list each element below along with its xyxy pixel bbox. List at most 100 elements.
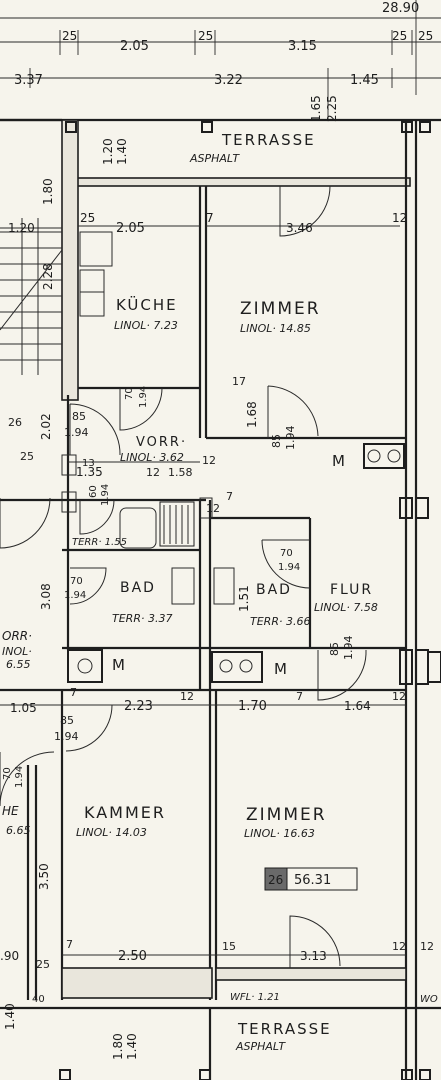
kueche-name: KÜCHE [116, 295, 178, 314]
dim-313: 3.13 [300, 949, 327, 963]
dim-second-2: 1.45 [350, 73, 379, 88]
dim-v-180: 1.80 [41, 178, 55, 205]
stairs [0, 218, 63, 375]
internal-dimensions [0, 225, 406, 956]
flur-floor: LINOL· 7.58 [314, 601, 378, 614]
bath-fixtures [61, 454, 235, 605]
door-194-d: 1.94 [64, 590, 86, 601]
terrasse-bottom-sub: ASPHALT [235, 1040, 286, 1053]
door-194-h: 1.94 [54, 730, 79, 743]
dim-90: .90 [0, 949, 19, 963]
bad2-floor: TERR· 3.66 [250, 615, 310, 628]
dim-top-5: 25 [418, 29, 433, 43]
dim-v-180b: 1.80 [111, 1033, 125, 1060]
dim-205-kitchen: 2.05 [116, 221, 145, 236]
dim-12-d: 12 [180, 690, 194, 703]
terrasse-bottom-name: TERRASSE [237, 1020, 332, 1038]
dim-v-140: 1.40 [115, 138, 129, 165]
walls [0, 118, 441, 1080]
door-13: 13 [82, 458, 95, 469]
door-25: 25 [20, 450, 34, 463]
zimmer2-floor: LINOL· 16.63 [244, 827, 315, 840]
dim-v-308: 3.08 [39, 583, 53, 610]
dim-158: 1.58 [168, 466, 193, 479]
left-665: 6.65 [6, 824, 31, 837]
left-linol: INOL· [2, 645, 32, 658]
door-85-h: 85 [60, 714, 74, 727]
zimmer1-name: ZIMMER [240, 299, 321, 319]
terr-small-label: TERR· 1.55 [72, 537, 127, 548]
door-194-g: 1.94 [342, 636, 355, 661]
dim-top-total: 28.90 [382, 1, 419, 16]
door-26: 26 [8, 416, 22, 429]
dim-7-zimmer: 7 [206, 211, 214, 225]
door-194-a: 1.94 [138, 386, 149, 408]
dim-15: 15 [222, 940, 236, 953]
door-70-i: 70 [2, 767, 13, 780]
bad1-name: BAD [120, 580, 156, 596]
dim-168: 1.68 [245, 401, 259, 428]
dim-top-1: 2.05 [120, 39, 149, 54]
dim-346: 3.46 [286, 221, 313, 235]
zimmer1-floor: LINOL· 14.85 [240, 322, 311, 335]
dim-151: 1.51 [237, 585, 251, 612]
dim-top-3: 3.15 [288, 39, 317, 54]
dim-v-165: 1.65 [309, 95, 323, 122]
dim-105: 1.05 [10, 701, 37, 715]
door-194-e: 1.94 [284, 426, 297, 451]
dim-12-b: 12 [146, 466, 160, 479]
dim-top-0: 25 [62, 29, 77, 43]
terrasse-top-sub: ASPHALT [189, 152, 240, 165]
dim-v-228: 2.28 [41, 263, 55, 290]
dim-v-120: 1.20 [101, 138, 115, 165]
dim-120-left: 1.20 [8, 221, 35, 235]
dim-223: 2.23 [124, 699, 153, 714]
dim-top-4: 25 [392, 29, 407, 43]
dim-v-140b: 1.40 [125, 1033, 139, 1060]
m-marker-1: M [332, 452, 347, 470]
door-194-c: 1.94 [100, 484, 111, 506]
dim-40: 40 [32, 994, 45, 1005]
dim-7-e: 7 [66, 938, 73, 951]
vorr-name: VORR· [136, 435, 187, 450]
door-swings [0, 185, 367, 968]
shaft-boxes [67, 443, 441, 683]
door-194-i: 1.94 [14, 766, 25, 788]
dim-170: 1.70 [238, 699, 267, 714]
right-wo: WO [420, 994, 438, 1005]
kitchen-fixtures [79, 231, 113, 317]
zimmer2-name: ZIMMER [246, 805, 327, 825]
dim-7-d: 7 [296, 690, 303, 703]
dim-135: 1.35 [76, 465, 103, 479]
terrasse-top-name: TERRASSE [221, 131, 316, 149]
kueche-floor: LINOL· 7.23 [114, 319, 178, 332]
dim-25-kitchen: 25 [80, 211, 95, 225]
dim-12-f: 12 [392, 940, 406, 953]
door-85-g: 85 [328, 642, 341, 656]
m-marker-3: M [274, 660, 289, 678]
apartment-area: 56.31 [294, 873, 331, 888]
dim-12-c: 12 [202, 454, 216, 467]
dim-12-h: 12 [206, 502, 220, 515]
flur-name: FLUR [330, 582, 373, 598]
bad2-name: BAD [256, 582, 292, 598]
dim-25-b: 25 [36, 958, 50, 971]
door-70-f: 70 [280, 548, 293, 559]
dim-17: 17 [232, 375, 246, 388]
m-marker-2: M [112, 656, 127, 674]
dim-second-1: 3.22 [214, 73, 243, 88]
vorr-floor: LINOL· 3.62 [120, 451, 184, 464]
dim-v-140c: 1.40 [3, 1003, 17, 1030]
door-85-b: 85 [72, 410, 86, 423]
wfl-label: WFL· 1.21 [230, 992, 280, 1003]
door-60-c: 60 [88, 485, 99, 498]
dim-250: 2.50 [118, 949, 147, 964]
left-vorr: ORR· [2, 629, 32, 643]
door-70-d: 70 [70, 576, 83, 587]
left-he: HE [2, 804, 19, 818]
dim-v-202: 2.02 [39, 413, 53, 440]
door-194-b: 1.94 [64, 426, 89, 439]
dim-12-g: 12 [420, 940, 434, 953]
dim-12-a: 12 [392, 211, 407, 225]
